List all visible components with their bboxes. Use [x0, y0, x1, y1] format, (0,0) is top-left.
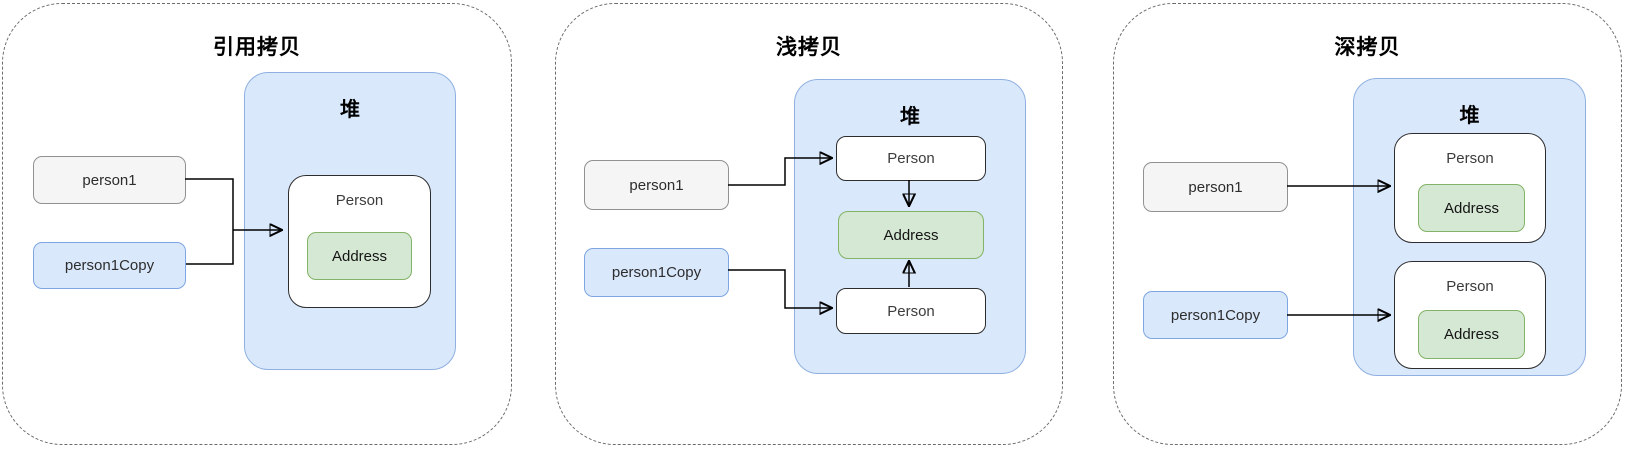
address-label: Address [1443, 199, 1500, 217]
address-label: Address [1443, 326, 1500, 343]
panel-shallow-copy: 浅拷贝 堆 Person Address Person person1 pers… [555, 3, 1063, 445]
person-object: Person Address [288, 175, 431, 308]
stack-var-person1: person1 [1143, 162, 1288, 212]
stack-var-person1: person1 [584, 160, 729, 210]
stack-var-label: person1Copy [611, 264, 702, 281]
stack-var-person1: person1 [33, 156, 186, 204]
stack-var-label: person1 [82, 171, 137, 189]
heap-label: 堆 [340, 99, 360, 121]
heap-label: 堆 [1459, 105, 1480, 127]
stack-var-label: person1 [629, 176, 684, 194]
person-object-label: Person [887, 302, 935, 320]
panel-reference-copy: 引用拷贝 堆 Person Address person1 person1Cop… [2, 3, 512, 445]
panel-title: 浅拷贝 [776, 36, 842, 59]
person-object-bottom: Person [836, 288, 986, 334]
panel-deep-copy: 深拷贝 堆 Person Address Person Address pers… [1113, 3, 1622, 445]
address-object: Address [307, 232, 412, 280]
stack-var-label: person1Copy [1170, 306, 1261, 324]
stack-var-label: person1 [1188, 178, 1243, 196]
panel-title: 深拷贝 [1334, 36, 1401, 59]
person-object-label: Person [887, 150, 935, 167]
person-object-top: Person [836, 136, 986, 181]
address-object-shared: Address [838, 211, 984, 259]
person-object-bottom: Person Address [1394, 261, 1546, 369]
address-object: Address [1418, 184, 1525, 232]
address-label: Address [883, 226, 939, 244]
stack-var-person1copy: person1Copy [584, 248, 729, 297]
person-object-label: Person [1446, 150, 1494, 167]
stack-var-label: person1Copy [64, 257, 155, 274]
person-object-top: Person Address [1394, 133, 1546, 243]
heap-label: 堆 [900, 106, 920, 128]
stack-var-person1copy: person1Copy [33, 242, 186, 289]
person-object-label: Person [335, 192, 384, 209]
panel-title: 引用拷贝 [213, 36, 301, 59]
address-object: Address [1418, 310, 1525, 359]
stack-var-person1copy: person1Copy [1143, 291, 1288, 339]
person-object-label: Person [1446, 278, 1494, 295]
address-label: Address [331, 247, 388, 265]
